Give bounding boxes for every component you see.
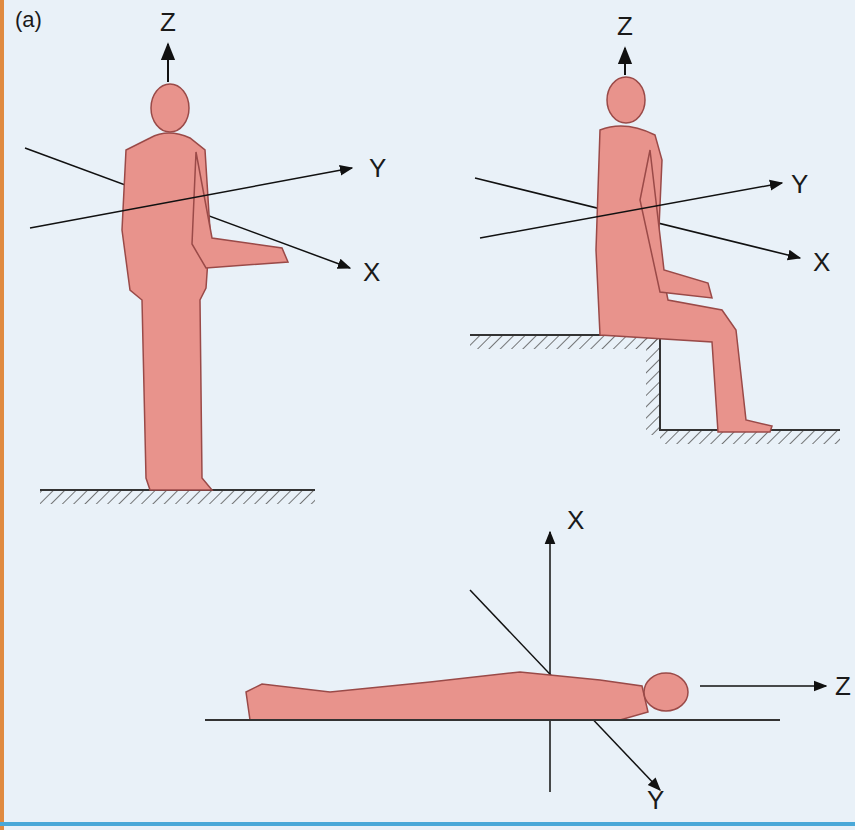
lying-figure bbox=[205, 532, 826, 792]
frame-edge bbox=[0, 822, 855, 826]
seated-figure bbox=[470, 48, 840, 444]
standing-figure bbox=[25, 44, 352, 504]
panel-tag: (a) bbox=[15, 9, 42, 31]
axis-label: Y bbox=[647, 787, 664, 813]
axis-label: Z bbox=[160, 9, 176, 35]
axis-label: Y bbox=[369, 155, 386, 181]
axis-label: Z bbox=[617, 13, 633, 39]
frame-edge bbox=[0, 0, 4, 830]
axis-label: X bbox=[567, 507, 584, 533]
axis-label: Y bbox=[791, 171, 808, 197]
axis-label: Z bbox=[835, 673, 851, 699]
axis-label: X bbox=[363, 259, 380, 285]
axis-label: X bbox=[813, 249, 830, 275]
